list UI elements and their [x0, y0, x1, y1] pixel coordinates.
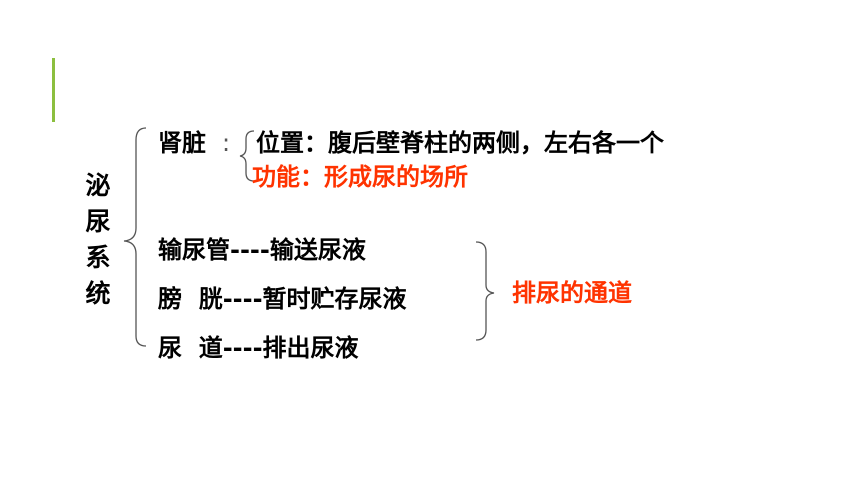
- kidney-brace: [239, 130, 255, 182]
- right-brace: [475, 241, 495, 341]
- organ-bladder: 膀 胱----暂时贮存尿液: [158, 285, 407, 313]
- organ-urethra: 尿 道----排出尿液: [158, 334, 359, 362]
- organ-ureter: 输尿管----输送尿液: [158, 236, 366, 264]
- system-title-char: 统: [85, 279, 111, 308]
- system-title: 泌 尿 系 统: [82, 168, 114, 312]
- kidney-position: 位置：腹后壁脊柱的两侧，左右各一个: [256, 129, 664, 157]
- kidney-label: 肾脏: [158, 129, 206, 157]
- accent-bar: [52, 58, 55, 122]
- system-title-char: 系: [85, 243, 111, 272]
- kidney-colon: :: [222, 129, 231, 157]
- system-title-char: 尿: [85, 207, 111, 236]
- main-left-brace: [123, 127, 147, 347]
- system-title-char: 泌: [85, 171, 111, 200]
- summary-label: 排尿的通道: [512, 279, 632, 307]
- kidney-function: 功能：形成尿的场所: [252, 163, 468, 191]
